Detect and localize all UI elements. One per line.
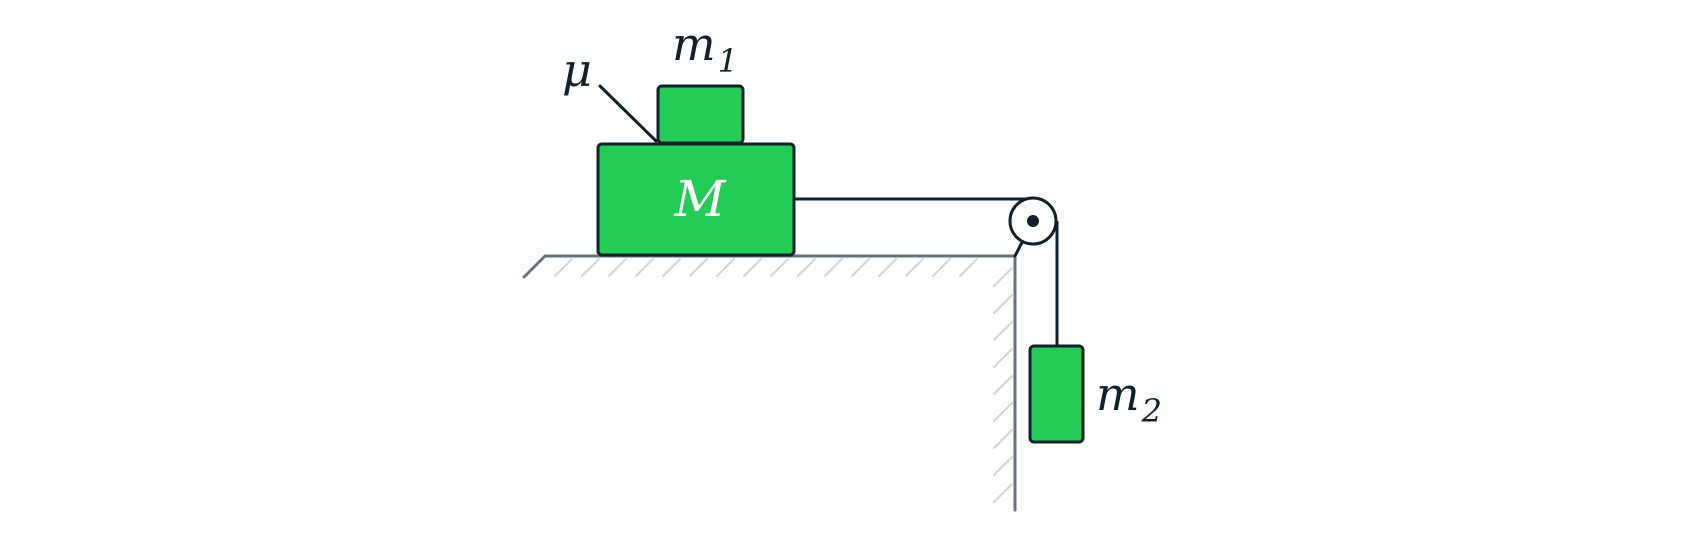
label-M: M: [673, 170, 727, 228]
label-m2-symbol: m: [1096, 367, 1140, 421]
table-hatch-mark: [635, 258, 654, 277]
table-hatch-mark: [662, 258, 681, 277]
table-hatch-mark: [689, 258, 708, 277]
pulley-axle: [1027, 215, 1039, 227]
label-m2-subscript: 2: [1141, 392, 1162, 430]
wall-hatch-mark: [993, 267, 1013, 287]
table-hatch-mark: [878, 258, 897, 277]
label-m1: m1: [672, 17, 738, 80]
wall-hatch-mark: [993, 429, 1013, 449]
wall-hatch-mark: [993, 321, 1013, 341]
table-hatch-mark: [716, 258, 735, 277]
table-hatch-mark: [743, 258, 762, 277]
label-m2: m2: [1096, 367, 1162, 430]
table-hatch-mark: [554, 258, 573, 277]
table-hatch-mark: [581, 258, 600, 277]
wall-hatch-mark: [993, 348, 1013, 368]
wall-hatch-mark: [993, 456, 1013, 476]
table-surface-line: [522, 254, 1017, 279]
wall-hatch-mark: [993, 375, 1013, 395]
table-hatch-mark: [797, 258, 816, 277]
wall-hatch-mark: [993, 294, 1013, 314]
table-surface-hatching: [554, 258, 978, 277]
wall-hatch-mark: [993, 402, 1013, 422]
table-hatch-mark: [770, 258, 789, 277]
wall-hatch-mark: [993, 483, 1013, 503]
wall-hatching: [993, 267, 1013, 503]
table-hatch-mark: [608, 258, 627, 277]
label-m1-subscript: 1: [718, 42, 738, 80]
table-hatch-mark: [824, 258, 843, 277]
label-m1-symbol: m: [672, 17, 716, 71]
table-hatch-mark: [932, 258, 951, 277]
label-mu: μ: [562, 43, 592, 97]
table-hatch-mark: [905, 258, 924, 277]
friction-pointer-line: [598, 84, 658, 143]
table-hatch-mark: [851, 258, 870, 277]
block-m2: [1028, 344, 1085, 444]
table-hatch-mark: [959, 258, 978, 277]
block-m1: [656, 84, 745, 145]
